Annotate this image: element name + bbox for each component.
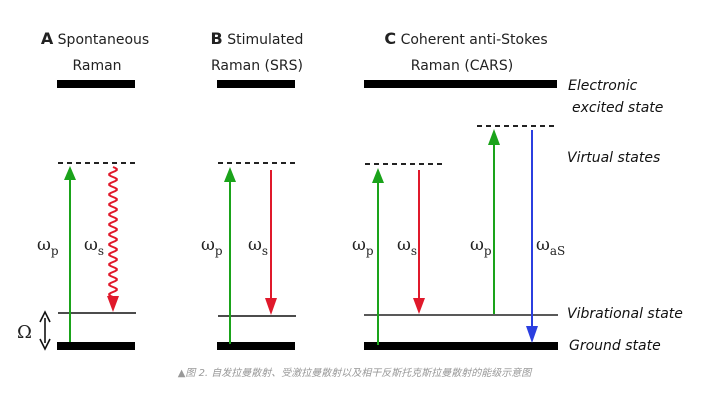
panel-b-stokes-arrowhead xyxy=(265,298,277,315)
omega-vibrational-gap-label: Ω xyxy=(17,322,32,343)
panel-b-electronic-level xyxy=(217,80,295,88)
panel-c-electronic-level xyxy=(364,80,557,88)
omega-arrowhead-up xyxy=(39,310,51,323)
panel-a-pump-arrowhead xyxy=(64,166,76,180)
panel-a-title-line2: Raman xyxy=(72,58,121,74)
figure-caption: ▲图 2. 自发拉曼散射、受激拉曼散射以及相干反斯托克斯拉曼散射的能级示意图 xyxy=(177,368,532,379)
panel-a-electronic-level xyxy=(57,80,135,88)
panel-a-omega-p-label: ωp xyxy=(37,235,59,258)
panel-c-pump-arrowhead-1 xyxy=(372,168,384,183)
panel-b-omega-p-label: ωp xyxy=(201,235,223,258)
electronic-state-label-line1: Electronic xyxy=(568,78,638,94)
panel-c-omega-as-label: ωaS xyxy=(536,235,565,258)
panel-a-stokes-arrowhead xyxy=(107,296,119,312)
panel-c-title-line1: C Coherent anti-Stokes xyxy=(384,29,547,48)
panel-c-antistokes-arrowhead xyxy=(526,326,538,343)
virtual-states-label: Virtual states xyxy=(567,150,660,166)
panel-a: A Spontaneous Raman ωp ωs Ω xyxy=(17,29,149,351)
panel-b-title-line2: Raman (SRS) xyxy=(211,58,303,74)
panel-a-stokes-wavy-arrow xyxy=(108,166,118,299)
panel-c-stokes-arrowhead xyxy=(413,298,425,314)
panel-c-ground-level xyxy=(364,342,558,350)
vibrational-state-label: Vibrational state xyxy=(567,306,683,322)
ground-state-label: Ground state xyxy=(569,338,661,354)
panel-b-ground-level xyxy=(217,342,295,350)
panel-c-omega-p2-label: ωp xyxy=(470,235,492,258)
panel-a-title-line1: A Spontaneous xyxy=(41,29,149,48)
panel-c-omega-p-label: ωp xyxy=(352,235,374,258)
panel-a-ground-level xyxy=(57,342,135,350)
panel-b-title-line1: B Stimulated xyxy=(211,29,304,48)
panel-a-omega-s-label: ωs xyxy=(84,235,104,258)
panel-b-omega-s-label: ωs xyxy=(248,235,268,258)
panel-c-omega-s-label: ωs xyxy=(397,235,417,258)
panel-b: B Stimulated Raman (SRS) ωp ωs xyxy=(201,29,303,350)
omega-arrowhead-down xyxy=(39,338,51,351)
panel-b-pump-arrowhead xyxy=(224,167,236,182)
panel-c-title-line2: Raman (CARS) xyxy=(411,58,513,74)
electronic-state-label-line2: excited state xyxy=(572,100,663,116)
panel-c-pump-arrowhead-2 xyxy=(488,129,500,145)
state-labels: Electronic excited state Virtual states … xyxy=(567,78,683,354)
panel-c: C Coherent anti-Stokes Raman (CARS) ωp ω… xyxy=(352,29,565,350)
